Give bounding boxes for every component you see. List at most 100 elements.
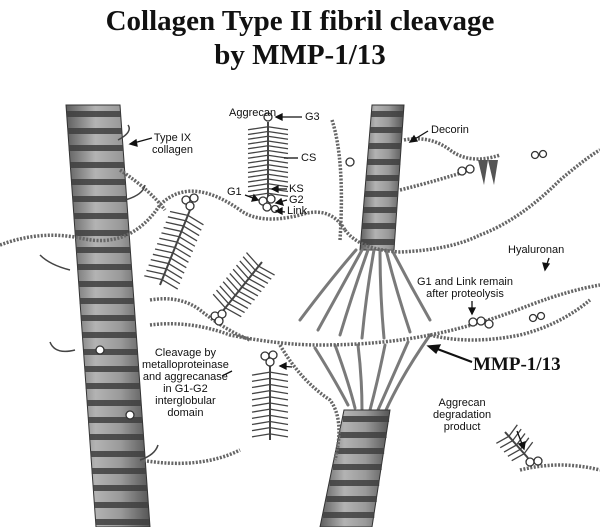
label-g1-link-line-2: after proteolysis — [426, 288, 504, 300]
aggrecan-bristle — [247, 140, 269, 145]
aggrecan-bristle — [496, 435, 510, 444]
aggrecan-bristle — [226, 277, 240, 292]
label-aggrecan-degradation-product: Aggrecan degradation product — [433, 397, 491, 433]
aggrecan-bristle — [169, 210, 188, 216]
aggrecan-bristle — [178, 236, 196, 247]
aggrecan-bristle — [267, 183, 289, 188]
fibril-band — [66, 111, 121, 117]
aggrecan-bristle — [247, 168, 269, 174]
aggrecan-bristle — [216, 289, 230, 305]
aggrecan-bristle — [251, 408, 271, 413]
decorin-molecule — [478, 160, 498, 185]
collagen-fibril-right-lower — [319, 409, 391, 527]
aggrecan-bristle — [238, 290, 255, 301]
label-degradation-line-2: degradation — [433, 409, 492, 421]
aggrecan-bristle — [269, 377, 289, 382]
aggrecan-bristle — [269, 383, 289, 389]
aggrecan-bristle — [247, 130, 269, 136]
aggrecan-bristle — [507, 448, 521, 457]
aggrecan-bristle — [251, 396, 271, 401]
fibril-band — [86, 400, 141, 406]
aggrecan-bristle — [247, 135, 269, 140]
aggrecan-bristle — [163, 226, 182, 233]
fibril-band — [68, 145, 123, 151]
diagram-title: Collagen Type II fibril cleavage by MMP-… — [0, 4, 600, 72]
aggrecan-bristle — [235, 294, 252, 305]
aggrecan-bristle — [269, 396, 289, 401]
fibril-band — [329, 480, 380, 486]
aggrecan-bristle — [225, 307, 242, 318]
aggrecan-bristle — [247, 145, 269, 150]
aggrecan-bristle — [163, 273, 181, 285]
aggrecan-bristle — [251, 273, 269, 284]
label-cleavage-line-3: and aggrecanase — [142, 371, 228, 383]
aggrecan-bristle — [267, 145, 289, 150]
fibril-band — [368, 143, 402, 149]
aggrecan-bristle — [255, 269, 272, 280]
aggrecan-bristle — [245, 282, 262, 293]
aggrecan-bristle — [181, 230, 198, 242]
aggrecan-bristle — [251, 383, 271, 389]
aggrecan-bristle — [523, 441, 534, 455]
aggrecan-bristle — [222, 281, 236, 296]
collagen-fibril-left — [65, 104, 151, 527]
aggrecan-bristle — [167, 216, 186, 222]
label-cleavage-line-4: in G1-G2 — [163, 383, 208, 395]
hyaluronan-strands — [0, 119, 600, 472]
label-cleavage-line-5: interglobular — [155, 395, 216, 407]
fibril-band — [76, 247, 131, 253]
label-ks: KS — [289, 183, 304, 195]
fibril-band — [362, 223, 396, 229]
aggrecan-bristle — [148, 264, 167, 270]
fibril-band — [82, 332, 137, 338]
aggrecan-bristle — [241, 286, 259, 297]
aggrecan-bristle — [172, 252, 189, 263]
aggrecan-bristle — [168, 263, 185, 274]
aggrecan-bristle — [229, 272, 243, 288]
label-degradation-line-3: product — [443, 421, 481, 433]
aggrecan-bristle — [185, 220, 202, 231]
fibril-band — [94, 502, 149, 508]
aggrecan-bristle — [251, 377, 271, 382]
label-g1: G1 — [227, 186, 242, 198]
aggrecan-bristle — [512, 428, 522, 442]
label-degradation-line-1: Aggrecan — [438, 397, 486, 409]
aggrecan-bristle — [267, 149, 289, 155]
globular-domains — [95, 112, 548, 467]
aggrecan-bristle — [231, 298, 249, 309]
aggrecan-bristle — [166, 268, 183, 279]
label-cleavage-line-6: domain — [167, 407, 204, 419]
aggrecan-bristle — [247, 187, 269, 193]
fibril-band — [79, 298, 134, 304]
aggrecan-bristle — [161, 232, 180, 238]
aggrecan-bristle — [267, 126, 289, 131]
fibril-band — [67, 128, 122, 134]
aggrecan-bristle — [228, 303, 245, 314]
fibril-band — [70, 162, 125, 168]
aggrecan-bristle — [165, 221, 184, 227]
label-g1-link-remain: G1 and Link remain after proteolysis — [417, 276, 513, 300]
aggrecan-bristle — [247, 149, 269, 155]
fibril-band — [89, 434, 144, 440]
aggrecan-bristle — [269, 420, 289, 426]
aggrecan-bristle — [242, 256, 256, 271]
label-type-ix-line-2: collagen — [152, 144, 193, 156]
aggrecan-bristle — [267, 140, 289, 145]
aggrecan-bristle — [212, 293, 226, 309]
aggrecan-bristle — [239, 260, 253, 275]
fibril-band — [336, 448, 385, 454]
annotation-arrows — [128, 112, 551, 451]
aggrecan-bristle — [269, 414, 289, 419]
fibril-band — [88, 417, 143, 423]
fibril-band — [370, 127, 403, 133]
collagen-fibril-right-upper — [359, 104, 405, 251]
fibril-band — [85, 383, 140, 389]
fibril-band — [95, 519, 150, 525]
aggrecan-bristle — [267, 135, 289, 140]
aggrecan-bristle — [152, 253, 171, 259]
label-hyaluronan: Hyaluronan — [508, 244, 565, 256]
aggrecan-bristle — [251, 420, 271, 426]
aggrecan-bristle — [251, 414, 271, 419]
fibril-band — [339, 432, 387, 438]
aggrecan-bristle — [247, 178, 269, 183]
